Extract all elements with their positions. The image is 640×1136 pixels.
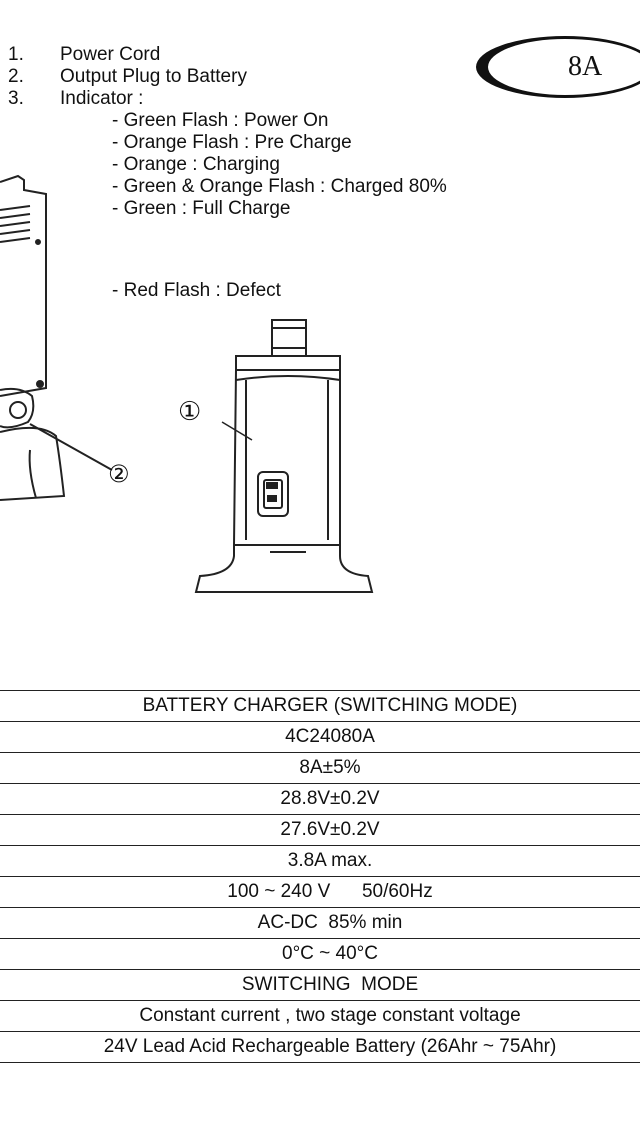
spec-cell: BATTERY CHARGER (SWITCHING MODE) xyxy=(0,690,640,722)
table-row: 0°C ~ 40°C xyxy=(0,938,640,970)
indicator-list: - Green Flash : Power On - Orange Flash … xyxy=(112,110,447,220)
callout-2: ② xyxy=(108,460,130,488)
spec-cell: 27.6V±0.2V xyxy=(0,814,640,846)
table-row: 4C24080A xyxy=(0,721,640,753)
indicator-item: - Green & Orange Flash : Charged 80% xyxy=(112,176,447,197)
table-row: 3.8A max. xyxy=(0,845,640,877)
list-item: 2. Output Plug to Battery xyxy=(8,66,247,88)
spec-table: BATTERY CHARGER (SWITCHING MODE) 4C24080… xyxy=(0,690,640,1063)
table-row: SWITCHING MODE xyxy=(0,969,640,1001)
table-row: AC-DC 85% min xyxy=(0,907,640,939)
table-row: 28.8V±0.2V xyxy=(0,783,640,815)
indicator-item: - Green Flash : Power On xyxy=(112,110,329,131)
table-row: 24V Lead Acid Rechargeable Battery (26Ah… xyxy=(0,1031,640,1063)
spec-cell: 3.8A max. xyxy=(0,845,640,877)
spec-cell: 8A±5% xyxy=(0,752,640,784)
list-number: 1. xyxy=(8,44,24,65)
list-item: 3. Indicator : xyxy=(8,88,247,110)
spec-cell: 28.8V±0.2V xyxy=(0,783,640,815)
spec-cell: 4C24080A xyxy=(0,721,640,753)
model-badge: 8A xyxy=(476,36,640,98)
list-item: 1. Power Cord xyxy=(8,44,247,66)
table-row: 27.6V±0.2V xyxy=(0,814,640,846)
left-charger-drawing xyxy=(0,174,113,501)
table-row: 8A±5% xyxy=(0,752,640,784)
list-text: Power Cord xyxy=(60,44,161,65)
table-row: Constant current , two stage constant vo… xyxy=(0,1000,640,1032)
spec-cell: 0°C ~ 40°C xyxy=(0,938,640,970)
right-charger-drawing xyxy=(194,319,374,593)
charger-illustration: ① ② xyxy=(0,174,374,593)
indicator-item: - Green : Full Charge xyxy=(112,198,291,219)
spec-cell: Constant current , two stage constant vo… xyxy=(0,1000,640,1032)
table-row: BATTERY CHARGER (SWITCHING MODE) xyxy=(0,690,640,722)
spec-cell: 100 ~ 240 V 50/60Hz xyxy=(0,876,640,908)
list-number: 3. xyxy=(8,88,24,109)
list-number: 2. xyxy=(8,66,24,87)
spec-cell: AC-DC 85% min xyxy=(0,907,640,939)
table-row: 100 ~ 240 V 50/60Hz xyxy=(0,876,640,908)
spec-cell: 24V Lead Acid Rechargeable Battery (26Ah… xyxy=(0,1031,640,1063)
spec-cell: SWITCHING MODE xyxy=(0,969,640,1001)
indicator-item: - Red Flash : Defect xyxy=(112,280,281,301)
indicator-item: - Orange : Charging xyxy=(112,154,280,175)
badge-label: 8A xyxy=(568,51,603,82)
component-list: 1. Power Cord 2. Output Plug to Battery … xyxy=(8,44,247,110)
list-text: Output Plug to Battery xyxy=(60,66,247,87)
list-text: Indicator : xyxy=(60,88,144,109)
indicator-item: - Orange Flash : Pre Charge xyxy=(112,132,352,153)
indicator-list-last: - Red Flash : Defect xyxy=(112,280,281,302)
callout-1: ① xyxy=(178,397,201,427)
